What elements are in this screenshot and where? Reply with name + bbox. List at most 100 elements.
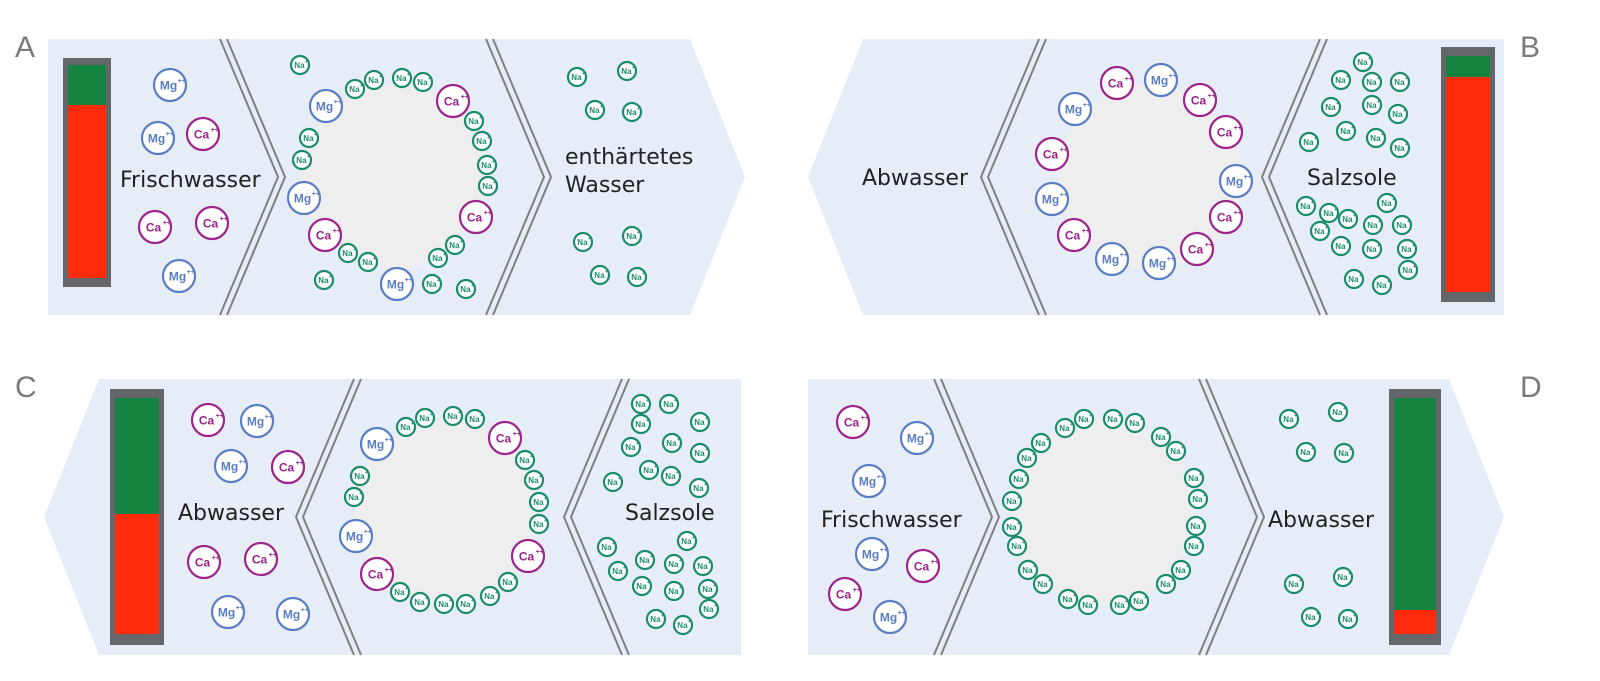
na-ion xyxy=(1327,401,1349,423)
na-ion xyxy=(688,477,710,499)
zone-label-enthaertetes: enthärtetes xyxy=(565,145,693,170)
na-ion xyxy=(442,405,464,427)
na-ion xyxy=(1391,214,1413,236)
na-ion xyxy=(1387,103,1409,125)
na-ion xyxy=(620,436,642,458)
panel-d-chevron-2 xyxy=(1198,378,1266,656)
na-ion xyxy=(661,432,683,454)
ca-ion xyxy=(307,217,343,253)
mg-ion xyxy=(359,426,395,462)
na-ion xyxy=(1183,535,1205,557)
na-ion xyxy=(1333,442,1355,464)
na-ion xyxy=(1102,408,1124,430)
na-ion xyxy=(479,585,501,607)
na-ion xyxy=(1330,235,1352,257)
na-ion xyxy=(313,269,335,291)
ca-ion xyxy=(1034,136,1070,172)
na-ion xyxy=(1298,131,1320,153)
mg-ion xyxy=(275,596,311,632)
ca-ion xyxy=(243,541,279,577)
na-ion xyxy=(344,78,366,100)
ca-ion xyxy=(359,556,395,592)
na-ion xyxy=(1017,559,1039,581)
na-ion xyxy=(1030,432,1052,454)
na-ion xyxy=(621,101,643,123)
na-ion xyxy=(343,486,365,508)
na-ion xyxy=(1165,440,1187,462)
na-ion xyxy=(291,149,313,171)
ca-ion xyxy=(190,402,226,438)
ca-ion xyxy=(827,576,863,612)
na-ion xyxy=(337,242,359,264)
zone-label-abwasser: Abwasser xyxy=(862,166,969,191)
na-ion xyxy=(1278,408,1300,430)
na-ion xyxy=(596,536,618,558)
na-ion xyxy=(1283,573,1305,595)
na-ion xyxy=(663,580,685,602)
na-ion xyxy=(1001,490,1023,512)
resin-bead xyxy=(1010,420,1194,604)
panel-c-level-indicator xyxy=(110,389,164,645)
ca-ion xyxy=(905,548,941,584)
na-ion xyxy=(1054,417,1076,439)
panel-a-chevron-2 xyxy=(485,38,553,316)
zone-label-frischwasser: Frischwasser xyxy=(821,508,963,533)
na-ion xyxy=(572,231,594,253)
na-ion xyxy=(634,549,656,571)
na-ion xyxy=(602,471,624,493)
na-ion xyxy=(1073,408,1095,430)
ca-ion xyxy=(194,205,230,241)
na-ion xyxy=(412,71,434,93)
na-ion xyxy=(626,266,648,288)
na-ion xyxy=(1155,573,1177,595)
na-ion xyxy=(1295,441,1317,463)
na-ion xyxy=(584,99,606,121)
na-ion xyxy=(433,593,455,615)
level-green-fill xyxy=(1446,56,1490,77)
panel-b-level-indicator xyxy=(1441,47,1495,302)
na-ion xyxy=(663,553,685,575)
mg-ion xyxy=(161,258,197,294)
mg-ion xyxy=(379,266,415,302)
na-ion xyxy=(658,393,680,415)
na-ion xyxy=(1128,590,1150,612)
na-ion xyxy=(1389,137,1411,159)
panel-letter-c: C xyxy=(15,371,37,404)
panel-d-chevron-1 xyxy=(933,378,1001,656)
na-ion xyxy=(391,67,413,89)
mg-ion xyxy=(213,448,249,484)
na-ion xyxy=(1352,51,1374,73)
na-ion xyxy=(1361,94,1383,116)
na-ion xyxy=(455,593,477,615)
na-ion xyxy=(1361,71,1383,93)
na-ion xyxy=(1185,515,1207,537)
na-ion xyxy=(463,110,485,132)
na-ion xyxy=(1361,238,1383,260)
na-ion xyxy=(395,416,417,438)
na-ion xyxy=(464,408,486,430)
na-ion xyxy=(566,66,588,88)
panel-c: C xyxy=(15,371,741,656)
ca-ion xyxy=(510,538,546,574)
na-ion xyxy=(1337,608,1359,630)
na-ion xyxy=(363,69,385,91)
na-ion xyxy=(1365,127,1387,149)
mg-ion xyxy=(140,120,176,156)
na-ion xyxy=(1396,238,1418,260)
na-ion xyxy=(631,575,653,597)
na-ion xyxy=(630,393,652,415)
zone-label-abwasser: Abwasser xyxy=(178,501,285,526)
na-ion xyxy=(630,413,652,435)
panel-c-chevron-1 xyxy=(294,378,362,656)
na-ion xyxy=(621,225,643,247)
na-ion xyxy=(672,614,694,636)
mg-ion xyxy=(239,403,275,439)
mg-ion xyxy=(1218,163,1254,199)
resin-bead xyxy=(1058,85,1242,269)
na-ion xyxy=(414,407,436,429)
na-ion xyxy=(607,560,629,582)
na-ion xyxy=(1124,412,1146,434)
na-ion xyxy=(645,608,667,630)
mg-ion xyxy=(1143,62,1179,98)
